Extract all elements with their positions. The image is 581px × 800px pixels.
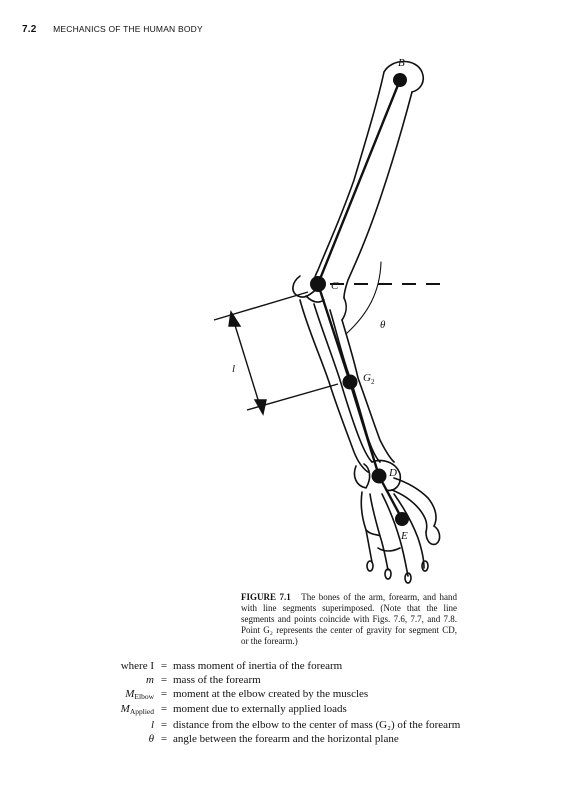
fingertip-4 [421,560,429,572]
dimension-arrow-bottom [253,399,267,416]
point-D [371,468,387,484]
line-segments [316,78,404,521]
dimension-extension-upper [213,291,309,321]
label-D: D [388,467,397,479]
label-E: E [400,530,408,542]
section-number: 7.2 [22,24,37,35]
caption-text: The bones of the arm, forearm, and hand … [241,592,457,646]
elbow-right-outline [341,297,347,321]
point-G2 [342,374,358,390]
radius-right-edge [341,319,395,463]
dimension-line [233,321,261,407]
definition-text: moment at the elbow created by the muscl… [173,687,369,700]
radius-left-edge [329,309,381,463]
caption-label: FIGURE 7.1 [241,592,291,602]
segment-G2D [348,380,381,478]
thumb-inner [391,489,428,533]
finger-4 [393,493,425,569]
finger-2 [369,493,389,571]
joint-points [310,73,409,526]
figure-caption: FIGURE 7.1 The bones of the arm, forearm… [241,592,457,647]
definition-text: mass moment of inertia of the forearm [173,660,343,672]
finger-1 [360,491,373,563]
thumb-outer [393,477,437,527]
segment-CG2 [316,282,352,384]
definition-symbol: θ [148,732,154,745]
running-header: 7.2 MECHANICS OF THE HUMAN BODY [22,24,203,35]
definition-row: where I = mass moment of inertia of the … [100,660,540,674]
fingertip-3 [404,572,412,584]
definition-row: MElbow = moment at the elbow created by … [100,688,540,704]
definition-text: distance from the elbow to the center of… [173,719,461,732]
definition-row: MApplied = moment due to externally appl… [100,703,540,719]
variable-definitions: where I = mass moment of inertia of the … [100,660,540,747]
running-title: MECHANICS OF THE HUMAN BODY [53,24,203,34]
ulna-right-edge [313,303,373,463]
label-theta: θ [380,319,386,331]
label-B: B [398,57,405,69]
segment-DE [377,474,404,521]
theta-arc [345,261,382,335]
dimension-l [213,291,339,416]
label-l: l [232,363,235,375]
definition-row: l = distance from the elbow to the cente… [100,719,540,733]
definition-symbol: m [146,673,154,686]
point-C [310,276,326,292]
carpal-left [353,463,371,489]
definition-text: mass of the forearm [173,673,261,686]
definition-text: angle between the forearm and the horizo… [173,732,399,745]
definition-row: m = mass of the forearm [100,674,540,688]
definition-text: moment due to externally applied loads [173,703,347,716]
dimension-arrow-top [228,310,242,327]
point-B [393,73,407,87]
humerus-head-outline [383,60,425,93]
definition-symbol: where I [120,660,154,672]
definition-symbol: l [150,719,154,732]
humerus-left-edge [313,71,385,291]
definition-symbol: MElbow [125,687,154,701]
definition-symbol: MApplied [120,703,154,717]
fingertip-2 [384,568,392,580]
ulna-left-edge [299,299,369,473]
definition-row: θ = angle between the forearm and the ho… [100,733,540,747]
knuckle-line-1 [365,529,381,537]
humerus-right-edge [343,91,413,299]
point-E [395,512,409,526]
thumb-tip [425,525,441,546]
bone-outlines [292,60,441,584]
fingertip-1 [366,560,374,572]
label-C: C [331,280,339,292]
label-G2: G2 [363,372,375,386]
segment-BC [316,78,402,286]
elbow-left-outline [292,275,317,298]
knuckle-line-2 [377,547,401,552]
finger-3 [381,493,409,577]
